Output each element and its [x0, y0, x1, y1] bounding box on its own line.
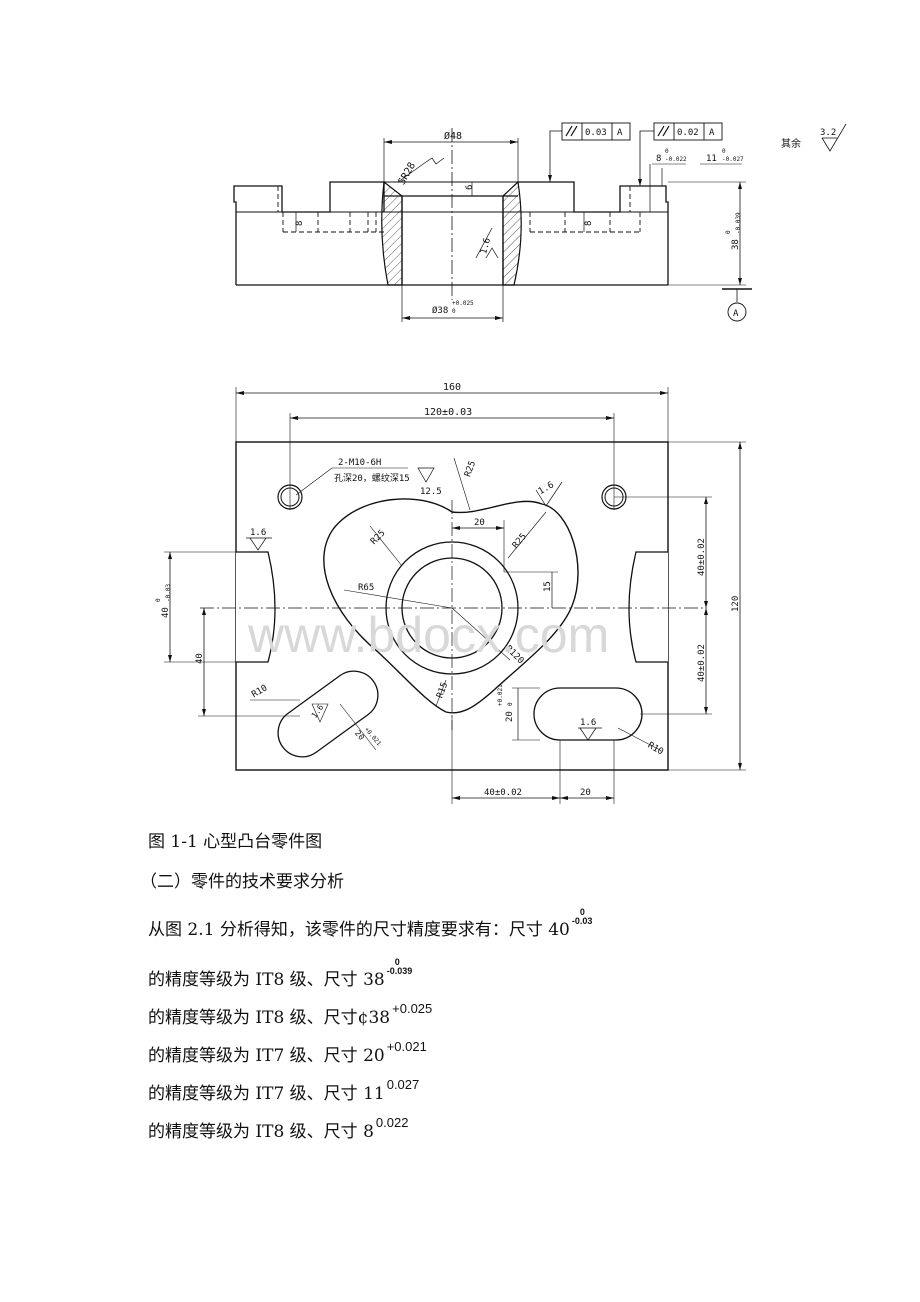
- fcf1-datum: A: [617, 128, 623, 138]
- text-line-4: 的精度等级为 IT7 级、尺寸 20+0.021: [148, 1040, 427, 1066]
- line2-text: 的精度等级为 IT8 级、尺寸 38: [148, 970, 385, 990]
- other-surfaces-label: 其余: [781, 137, 801, 150]
- line6-text: 的精度等级为 IT8 级、尺寸 8: [148, 1122, 374, 1142]
- dim-8-upper: 0: [665, 148, 669, 155]
- dim-20: 20: [474, 518, 485, 528]
- r10-right: R10: [646, 741, 665, 758]
- dim-120: 120: [731, 596, 741, 612]
- dim-20-slot2: 20: [505, 711, 515, 722]
- dim-38-lower: -0.039: [735, 212, 742, 234]
- dim-40-left-lower: -0.03: [165, 584, 172, 602]
- dim-dia48: Ø48: [444, 130, 462, 142]
- dim-depth8-right: 8: [584, 221, 594, 226]
- dim-40-left-upper: 0: [155, 598, 162, 602]
- section-view: Ø48 SR28 6 8 8 1.6 Ø38 +0.025 0 0.03 A: [233, 122, 847, 322]
- line3-text: 的精度等级为 IT8 级、尺寸¢38: [148, 1008, 391, 1028]
- line2-upper: 0: [394, 957, 400, 967]
- dim-11: 11: [706, 154, 717, 164]
- parallelism-frame-2: 0.02 A: [638, 122, 723, 186]
- thread-note-2: 孔深20，螺纹深15: [334, 472, 410, 484]
- fcf1-tolerance: 0.03: [585, 128, 607, 138]
- dim-11-lower: -0.027: [722, 156, 744, 163]
- dim-dia38-upper: +0.025: [452, 300, 474, 307]
- thread-note-1: 2-M10-6H: [338, 458, 381, 468]
- r10-left: R10: [250, 683, 269, 700]
- line1-text: 从图 2.1 分析得知，该零件的尺寸精度要求有：尺寸 40: [148, 920, 570, 940]
- r25-right: R25: [511, 532, 529, 551]
- part-drawing: Ø48 SR28 6 8 8 1.6 Ø38 +0.025 0 0.03 A: [155, 122, 847, 804]
- line6-tolerance: 0.022: [375, 1115, 409, 1130]
- line5-tolerance: 0.027: [386, 1077, 420, 1092]
- ra-1-6-a: 1.6: [537, 480, 556, 497]
- dim-20-slot2-lower: 0: [507, 702, 514, 706]
- line2-tolerance: 0-0.039: [387, 958, 413, 976]
- other-ra: 3.2: [820, 128, 836, 138]
- ra-1-6-b: 1.6: [250, 528, 266, 538]
- dim-dia38: Ø38: [432, 305, 448, 316]
- line3-tolerance: +0.025: [392, 1001, 433, 1016]
- line1-upper: 0: [579, 907, 585, 917]
- dim-40-bottom: 40±0.02: [484, 788, 522, 798]
- r15: R15: [435, 681, 450, 700]
- dim-8: 8: [656, 154, 661, 164]
- text-line-3: 的精度等级为 IT8 级、尺寸¢38+0.025: [148, 1002, 432, 1028]
- watermark: www.bdocx.com: [247, 607, 609, 663]
- datum-a: A: [733, 309, 739, 319]
- dim-120-tol: 120±0.03: [424, 407, 472, 418]
- dim-20-slot2-upper: +0.021: [497, 684, 504, 706]
- dim-160: 160: [443, 382, 461, 393]
- dim-40: 40: [195, 653, 205, 664]
- fcf2-datum: A: [709, 128, 715, 138]
- section-heading: （二）零件的技术要求分析: [140, 872, 344, 892]
- dim-38-upper: 0: [725, 230, 732, 234]
- line4-text: 的精度等级为 IT7 级、尺寸 20: [148, 1046, 385, 1066]
- dim-20-bottom: 20: [580, 788, 591, 798]
- dim-sr28: SR28: [397, 161, 419, 187]
- dim-depth6: 6: [465, 185, 475, 190]
- dim-38: 38: [731, 239, 741, 250]
- r25-top: R25: [463, 460, 478, 479]
- ra-bore: 1.6: [479, 237, 493, 255]
- dim-depth8-left: 8: [295, 221, 305, 226]
- parallelism-frame-1: 0.03 A: [548, 122, 631, 182]
- plan-view: 160 120±0.03 2-M10-6H 孔深20，螺纹深15 12.5 R2…: [155, 382, 746, 804]
- line1-tolerance: 0-0.03: [572, 908, 593, 926]
- r65: R65: [358, 583, 374, 593]
- ra-12-5: 12.5: [420, 487, 442, 497]
- fcf2-tolerance: 0.02: [677, 128, 699, 138]
- dim-40-left: 40: [161, 607, 171, 618]
- figure-caption: 图 1-1 心型凸台零件图: [148, 832, 323, 852]
- dim-40-right-a: 40±0.02: [697, 538, 707, 576]
- ra-1-6-d: 1.6: [580, 718, 596, 728]
- dim-dia38-lower: 0: [452, 308, 456, 315]
- line1-lower: -0.03: [571, 916, 593, 926]
- line5-text: 的精度等级为 IT7 级、尺寸 11: [148, 1084, 385, 1104]
- dim-8-lower: -0.022: [665, 156, 687, 163]
- dim-11-upper: 0: [722, 148, 726, 155]
- line4-tolerance: +0.021: [386, 1039, 427, 1054]
- dim-15: 15: [543, 581, 553, 592]
- dim-40-right-b: 40±0.02: [697, 644, 707, 682]
- ra-1-6-c: 1.6: [310, 703, 326, 720]
- line2-lower: -0.039: [386, 966, 413, 976]
